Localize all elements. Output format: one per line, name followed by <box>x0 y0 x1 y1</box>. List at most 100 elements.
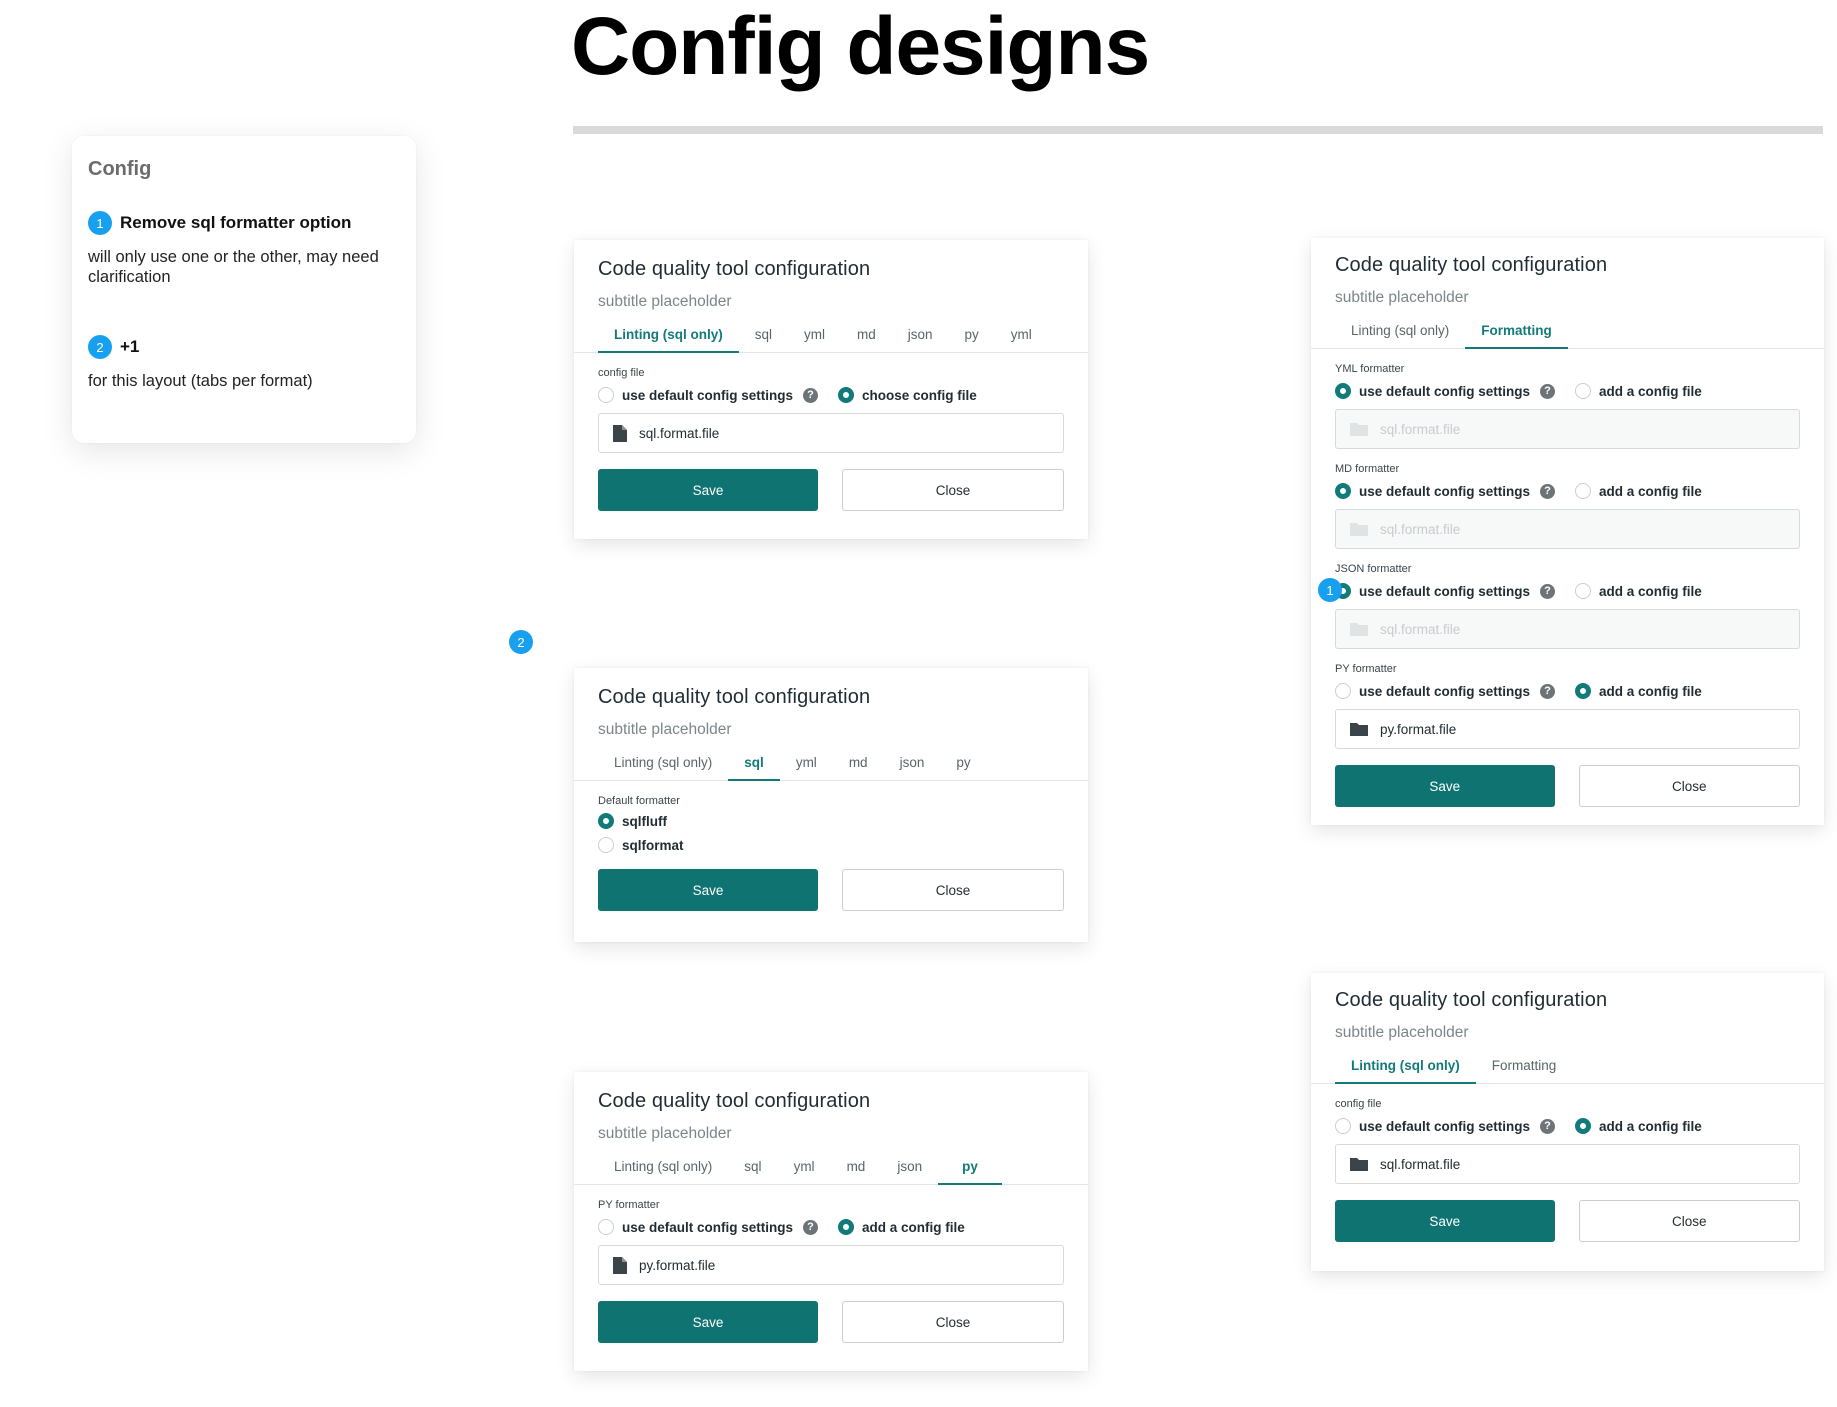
save-button[interactable]: Save <box>598 469 818 511</box>
radio-add-file[interactable] <box>1575 583 1592 599</box>
file-input[interactable]: py.format.file <box>1335 709 1800 749</box>
file-name: py.format.file <box>639 1257 716 1273</box>
config-dialog-formatting: Code quality tool configuration subtitle… <box>1311 238 1824 825</box>
comment-pin-1[interactable]: 1 <box>1318 578 1342 602</box>
help-icon[interactable]: ? <box>1540 583 1556 599</box>
radio-label: use default config settings <box>622 1219 794 1235</box>
dialog-title: Code quality tool configuration <box>1335 989 1608 1011</box>
radio-label: sqlfluff <box>622 813 667 829</box>
radio-label: add a config file <box>862 1219 965 1235</box>
tab-py[interactable]: py <box>956 755 971 770</box>
radio-add-file[interactable] <box>1575 483 1592 499</box>
tab-linting[interactable]: Linting (sql only) <box>614 755 713 770</box>
file-name: sql.format.file <box>1380 621 1461 637</box>
tab-linting[interactable]: Linting (sql only) <box>1351 323 1450 338</box>
comment-number-badge[interactable]: 1 <box>88 211 112 235</box>
help-icon[interactable]: ? <box>803 387 819 403</box>
tab-sql[interactable]: sql <box>728 747 780 781</box>
dialog-title: Code quality tool configuration <box>1335 254 1608 276</box>
tab-yml[interactable]: yml <box>793 1159 815 1174</box>
radio-choose-file[interactable] <box>838 387 855 403</box>
radio-label: add a config file <box>1599 683 1702 699</box>
radio-default[interactable] <box>1335 683 1351 699</box>
help-icon[interactable]: ? <box>1540 383 1556 399</box>
radio-default[interactable] <box>1335 483 1351 499</box>
radio-default[interactable] <box>1335 383 1351 399</box>
help-icon[interactable]: ? <box>1540 683 1556 699</box>
close-button[interactable]: Close <box>1578 1200 1800 1242</box>
radio-label: use default config settings <box>1359 483 1531 499</box>
section-label: config file <box>598 367 645 379</box>
file-input: sql.format.file <box>1335 509 1800 549</box>
config-dialog-linting: Code quality tool configuration subtitle… <box>574 240 1088 539</box>
tab-py[interactable]: py <box>964 327 979 342</box>
folder-icon <box>1350 1158 1368 1171</box>
radio-default[interactable] <box>1335 1118 1351 1134</box>
section-label: JSON formatter <box>1335 563 1412 575</box>
comment-item: 2 +1 for this layout (tabs per format) <box>88 335 400 391</box>
radio-sqlformat[interactable] <box>598 837 614 853</box>
save-button[interactable]: Save <box>598 1301 818 1343</box>
config-dialog-sql: Code quality tool configuration subtitle… <box>574 668 1088 942</box>
save-button[interactable]: Save <box>1335 765 1555 807</box>
save-button[interactable]: Save <box>1335 1200 1555 1242</box>
close-button[interactable]: Close <box>842 469 1064 511</box>
tab-md[interactable]: md <box>857 327 876 342</box>
close-button[interactable]: Close <box>842 869 1064 911</box>
tab-sql[interactable]: sql <box>754 327 772 342</box>
tab-formatting[interactable]: Formatting <box>1465 315 1568 349</box>
tab-json[interactable]: json <box>907 327 933 342</box>
file-input[interactable]: sql.format.file <box>598 413 1064 453</box>
radio-add-file[interactable] <box>1575 383 1592 399</box>
help-icon[interactable]: ? <box>1540 483 1556 499</box>
radio-label: add a config file <box>1599 1118 1702 1134</box>
folder-icon <box>1350 623 1368 636</box>
close-button[interactable]: Close <box>1578 765 1800 807</box>
tab-yml-2[interactable]: yml <box>1010 327 1032 342</box>
radio-add-file[interactable] <box>838 1219 855 1235</box>
radio-add-file[interactable] <box>1575 683 1592 699</box>
radio-label: add a config file <box>1599 483 1702 499</box>
tab-formatting[interactable]: Formatting <box>1491 1058 1557 1073</box>
help-icon[interactable]: ? <box>1540 1118 1556 1134</box>
tab-linting[interactable]: Linting (sql only) <box>1335 1050 1476 1084</box>
tab-sql[interactable]: sql <box>744 1159 762 1174</box>
dialog-subtitle: subtitle placeholder <box>1335 289 1469 306</box>
radio-default[interactable] <box>598 1219 614 1235</box>
section-label: PY formatter <box>1335 663 1397 675</box>
tab-md[interactable]: md <box>846 1159 866 1174</box>
radio-label: use default config settings <box>1359 583 1531 599</box>
comment-pin-2[interactable]: 2 <box>509 630 533 654</box>
tab-json[interactable]: json <box>897 1159 923 1174</box>
save-button[interactable]: Save <box>598 869 818 911</box>
tab-linting[interactable]: Linting (sql only) <box>598 319 739 353</box>
radio-sqlfluff[interactable] <box>598 813 614 829</box>
radio-default[interactable] <box>598 387 614 403</box>
file-icon <box>613 1256 627 1274</box>
dialog-title: Code quality tool configuration <box>598 686 871 708</box>
config-dialog-py: Code quality tool configuration subtitle… <box>574 1072 1088 1371</box>
tab-yml[interactable]: yml <box>804 327 825 342</box>
comment-heading: Remove sql formatter option <box>120 213 352 232</box>
tab-json[interactable]: json <box>899 755 925 770</box>
tab-py[interactable]: py <box>938 1151 1002 1185</box>
radio-label: use default config settings <box>1359 1118 1531 1134</box>
radio-label: use default config settings <box>622 387 794 403</box>
radio-label: add a config file <box>1599 383 1702 399</box>
tab-linting[interactable]: Linting (sql only) <box>614 1159 713 1174</box>
help-icon[interactable]: ? <box>803 1219 819 1235</box>
tab-yml[interactable]: yml <box>795 755 817 770</box>
radio-label: use default config settings <box>1359 383 1531 399</box>
title-divider <box>573 126 1823 134</box>
file-name: sql.format.file <box>1380 521 1461 537</box>
file-name: sql.format.file <box>1380 1156 1461 1172</box>
file-input[interactable]: sql.format.file <box>1335 1144 1800 1184</box>
section-label: MD formatter <box>1335 463 1400 475</box>
close-button[interactable]: Close <box>842 1301 1064 1343</box>
dialog-subtitle: subtitle placeholder <box>598 721 732 738</box>
file-input[interactable]: py.format.file <box>598 1245 1064 1285</box>
comment-card-title: Config <box>88 158 152 180</box>
tab-md[interactable]: md <box>848 755 868 770</box>
comment-number-badge[interactable]: 2 <box>88 335 112 359</box>
radio-add-file[interactable] <box>1575 1118 1592 1134</box>
